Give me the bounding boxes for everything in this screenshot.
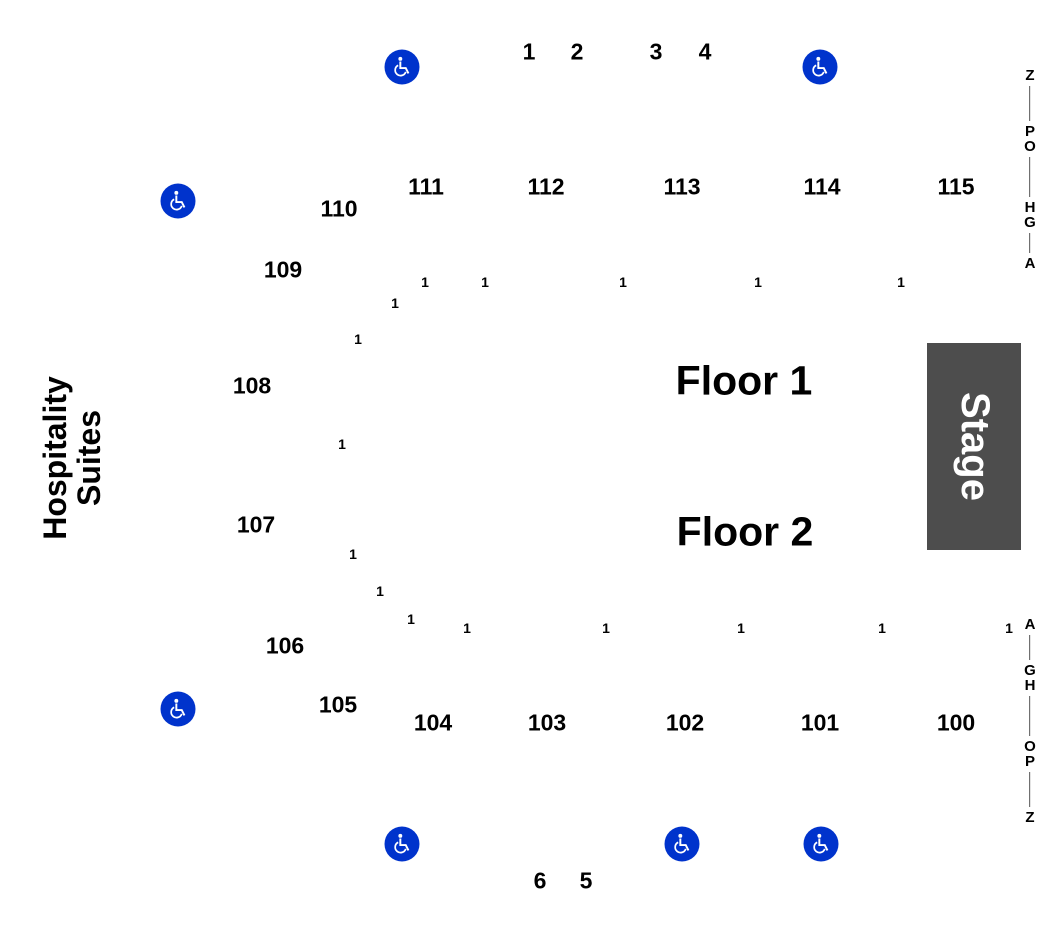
row-letter: O	[1024, 738, 1036, 755]
row-1-marker: 1	[481, 274, 489, 290]
section-112[interactable]: 112	[527, 173, 565, 200]
section-100[interactable]: 100	[936, 709, 976, 736]
row-1-marker: 1	[463, 620, 471, 636]
row-1-marker: 1	[391, 295, 399, 311]
wheelchair-icon	[664, 826, 700, 862]
section-110[interactable]: 110	[320, 195, 358, 222]
row-letter: O	[1024, 138, 1036, 155]
section-107[interactable]: 107	[236, 511, 276, 538]
section-108[interactable]: 108	[232, 372, 272, 399]
wheelchair-icon	[802, 49, 838, 85]
row-1-marker: 1	[349, 546, 357, 562]
row-1-marker: 1	[354, 331, 362, 347]
section-114[interactable]: 114	[803, 173, 841, 200]
wheelchair-icon	[160, 691, 196, 727]
row-scale-line	[1029, 696, 1031, 736]
section-102[interactable]: 102	[665, 709, 705, 736]
row-1-marker: 1	[376, 583, 384, 599]
wheelchair-icon	[803, 826, 839, 862]
wheelchair-icon	[160, 183, 196, 219]
gate-3: 3	[649, 38, 663, 65]
floor-2[interactable]: Floor 2	[676, 508, 814, 555]
wheelchair-icon	[384, 49, 420, 85]
wheelchair-icon	[384, 826, 420, 862]
stage: Stage	[927, 343, 1021, 550]
row-1-marker: 1	[421, 274, 429, 290]
row-letter: G	[1024, 662, 1036, 679]
row-letter: H	[1024, 677, 1036, 694]
hospitality-label-line: Hospitality	[37, 376, 73, 540]
row-scale-bottom: A G H O P Z	[1024, 617, 1036, 825]
row-1-marker: 1	[1005, 620, 1013, 636]
gate-5: 5	[579, 867, 593, 894]
row-letter: H	[1024, 199, 1036, 216]
row-letter: A	[1024, 616, 1036, 633]
section-104[interactable]: 104	[413, 709, 453, 736]
row-1-marker: 1	[754, 274, 762, 290]
section-115[interactable]: 115	[937, 173, 975, 200]
section-105[interactable]: 105	[318, 691, 358, 718]
row-1-marker: 1	[897, 274, 905, 290]
row-scale-top: Z P O H G A	[1024, 68, 1036, 271]
row-scale-line	[1029, 772, 1031, 807]
gate-6: 6	[533, 867, 547, 894]
row-1-marker: 1	[407, 611, 415, 627]
gate-2: 2	[570, 38, 584, 65]
row-letter: G	[1024, 214, 1036, 231]
section-101[interactable]: 101	[800, 709, 840, 736]
floor-1[interactable]: Floor 1	[675, 357, 813, 404]
stage-label: Stage	[952, 392, 997, 501]
row-1-marker: 1	[338, 436, 346, 452]
row-1-marker: 1	[737, 620, 745, 636]
section-109[interactable]: 109	[263, 256, 303, 283]
row-letter: Z	[1025, 67, 1035, 84]
hospitality-label-line: Suites	[71, 409, 107, 507]
row-scale-line	[1029, 86, 1031, 121]
section-103[interactable]: 103	[527, 709, 567, 736]
gate-1: 1	[522, 38, 536, 65]
row-1-marker: 1	[878, 620, 886, 636]
section-113[interactable]: 113	[663, 173, 701, 200]
section-106[interactable]: 106	[265, 632, 305, 659]
row-letter: P	[1024, 753, 1036, 770]
row-letter: Z	[1025, 809, 1035, 826]
hospitality-suites[interactable]: Hospitality Suites	[37, 376, 107, 540]
row-1-marker: 1	[619, 274, 627, 290]
row-1-marker: 1	[602, 620, 610, 636]
row-scale-line	[1029, 233, 1031, 253]
gate-4: 4	[698, 38, 712, 65]
row-letter: A	[1024, 255, 1036, 272]
row-scale-line	[1029, 157, 1031, 197]
row-scale-line	[1029, 635, 1031, 660]
section-111[interactable]: 111	[408, 173, 444, 200]
row-letter: P	[1024, 123, 1036, 140]
